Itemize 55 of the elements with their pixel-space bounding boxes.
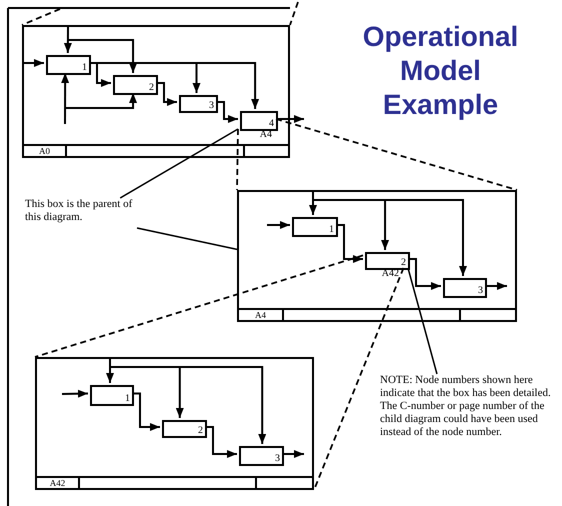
- arrow: [276, 115, 304, 123]
- title: Operational Model Example: [362, 20, 520, 122]
- arrow: [205, 426, 237, 458]
- diagram-number: A0: [39, 146, 50, 156]
- arrow: [62, 390, 88, 398]
- box-number: 2: [149, 83, 154, 93]
- dashed-line: [289, 2, 299, 26]
- activity-box: [292, 217, 338, 237]
- arrow: [336, 224, 363, 263]
- box-number: 3: [275, 454, 280, 464]
- arrow: [22, 59, 44, 67]
- activity-box: [46, 55, 91, 75]
- arrow: [68, 39, 138, 73]
- box-number: 1: [82, 63, 87, 73]
- leader-line: [407, 268, 438, 374]
- leader-line: [120, 128, 238, 199]
- arrow: [64, 27, 72, 53]
- dashed-line: [276, 118, 518, 191]
- dashed-line: [22, 8, 60, 26]
- dashed-line: [236, 128, 239, 190]
- arrow: [61, 73, 70, 124]
- box-number: 4: [269, 119, 274, 129]
- note-text: NOTE: Node numbers shown here indicate that the box has been detailed. The C-number or page number of the child diagram could have been used instead of the node number.: [380, 374, 558, 439]
- arrow: [267, 221, 290, 229]
- arrow: [132, 392, 160, 431]
- box-number: 3: [478, 286, 483, 296]
- leader-line: [136, 227, 238, 250]
- box-number: 1: [125, 394, 130, 404]
- dashed-line: [34, 254, 364, 358]
- activity-box: [179, 95, 218, 113]
- box-number: 2: [401, 258, 406, 268]
- box-number: 1: [329, 225, 334, 235]
- arrow: [309, 192, 317, 215]
- arrow: [485, 282, 507, 290]
- arrow: [110, 366, 266, 444]
- arrow: [156, 82, 177, 106]
- diagram-number: A4: [255, 310, 266, 320]
- diagram-frame: [22, 25, 290, 158]
- activity-box: [162, 420, 207, 438]
- diagram-number: A42: [50, 478, 66, 488]
- diagram-frame: [35, 357, 314, 490]
- annotation-text: This box is the parent of this diagram.: [25, 198, 137, 224]
- arrow: [282, 450, 304, 458]
- arrow: [313, 199, 467, 276]
- activity-box: [113, 75, 158, 95]
- arrow: [216, 101, 238, 123]
- box-number: 2: [198, 426, 203, 436]
- arrow: [408, 258, 441, 290]
- arrow: [65, 93, 138, 109]
- diagram-frame: [237, 190, 517, 322]
- activity-box: [443, 278, 487, 298]
- arrow: [106, 359, 114, 383]
- activity-box: [239, 446, 284, 466]
- box-number: 3: [209, 101, 214, 111]
- activity-box: [90, 385, 134, 406]
